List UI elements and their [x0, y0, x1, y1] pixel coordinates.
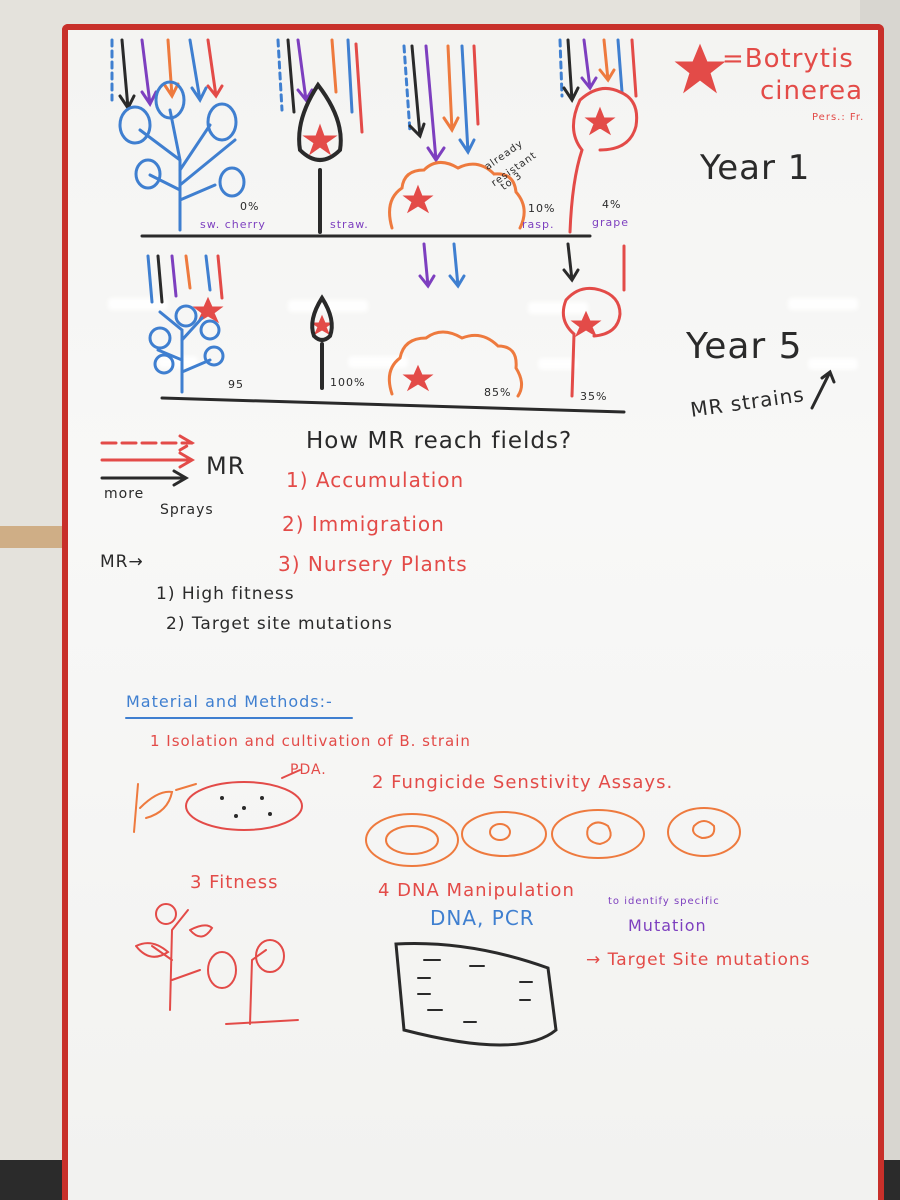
ground-line-year5 — [160, 396, 626, 414]
strawberry-year1 — [297, 81, 343, 234]
raspberry-bush-year5 — [387, 330, 523, 398]
year1-title: Year 1 — [700, 148, 811, 188]
fitness-plant-sketch — [135, 903, 299, 1025]
method-isolation: 1 Isolation and cultivation of B. strain — [150, 732, 471, 750]
host-label-grape: grape — [592, 216, 629, 229]
year5-title: Year 5 — [686, 326, 803, 367]
pda-label: PDA. — [290, 762, 327, 778]
legend-species-line2: cinerea — [760, 76, 864, 106]
assay-plates — [365, 807, 741, 867]
black-arrow — [100, 469, 189, 487]
cherry-tree-year1 — [118, 80, 246, 232]
method-dna: 4 DNA Manipulation — [378, 880, 575, 901]
host-label-strawberry: straw. — [330, 218, 369, 231]
raspberry-bush-year1 — [388, 161, 526, 230]
infected-plant-sketch — [133, 783, 197, 833]
spray-arrows-year1 — [110, 38, 638, 163]
light-reflection — [788, 298, 858, 310]
percent-raspberry-y1: 10% — [528, 202, 556, 215]
trait-mutations: 2) Target site mutations — [166, 614, 393, 634]
percent-strawberry-y5: 100% — [330, 376, 366, 389]
percent-grape-y1: 4% — [602, 198, 622, 211]
light-reflection — [808, 358, 858, 370]
light-reflection — [538, 358, 578, 370]
mr-arrow-label: MR→ — [100, 552, 144, 572]
more-label: more — [104, 486, 145, 502]
strawberry-year5 — [310, 294, 334, 390]
gel-sketch — [394, 942, 558, 1047]
percent-grape-y5: 35% — [580, 390, 608, 403]
spray-arrows-year5 — [146, 242, 626, 304]
methods-heading: Material and Methods:- — [126, 692, 333, 711]
percent-raspberry-y5: 85% — [484, 386, 512, 399]
dna-pcr-label: DNA, PCR — [430, 906, 535, 930]
route-immigration: 2) Immigration — [282, 512, 445, 536]
route-nursery: 3) Nursery Plants — [278, 552, 468, 576]
cherry-tree-year5 — [148, 304, 225, 394]
identify-label-1: to identify specific — [608, 896, 720, 907]
host-label-raspberry: rasp. — [522, 218, 555, 231]
grape-vine-year5 — [561, 286, 622, 398]
identify-label-2: Mutation — [628, 916, 707, 935]
host-label-cherry: sw. cherry — [200, 218, 266, 231]
light-reflection — [528, 302, 588, 314]
method-fitness: 3 Fitness — [190, 872, 279, 893]
pda-colonies — [220, 796, 272, 818]
grape-vine-year1 — [568, 86, 639, 234]
method-sensitivity: 2 Fungicide Senstivity Assays. — [372, 772, 674, 793]
target-site-label: → Target Site mutations — [586, 950, 811, 970]
percent-cherry-y5: 95 — [228, 378, 244, 391]
increase-arrow — [810, 369, 836, 410]
red-arrow-top — [100, 434, 195, 452]
mr-label: MR — [206, 452, 246, 480]
question: How MR reach fields? — [306, 428, 573, 454]
pda-plate-sketch — [185, 769, 303, 831]
light-reflection — [158, 356, 198, 368]
percent-cherry-y1: 0% — [240, 200, 260, 213]
route-accumulation: 1) Accumulation — [286, 468, 465, 492]
sprays-label: Sprays — [160, 502, 214, 518]
legend-authority: Pers.: Fr. — [812, 112, 865, 123]
legend-species-line1: =Botrytis — [722, 44, 854, 74]
trait-fitness: 1) High fitness — [156, 584, 295, 604]
whiteboard — [62, 24, 884, 1200]
botrytis-stars — [192, 43, 726, 392]
red-arrow-mid — [100, 451, 195, 469]
